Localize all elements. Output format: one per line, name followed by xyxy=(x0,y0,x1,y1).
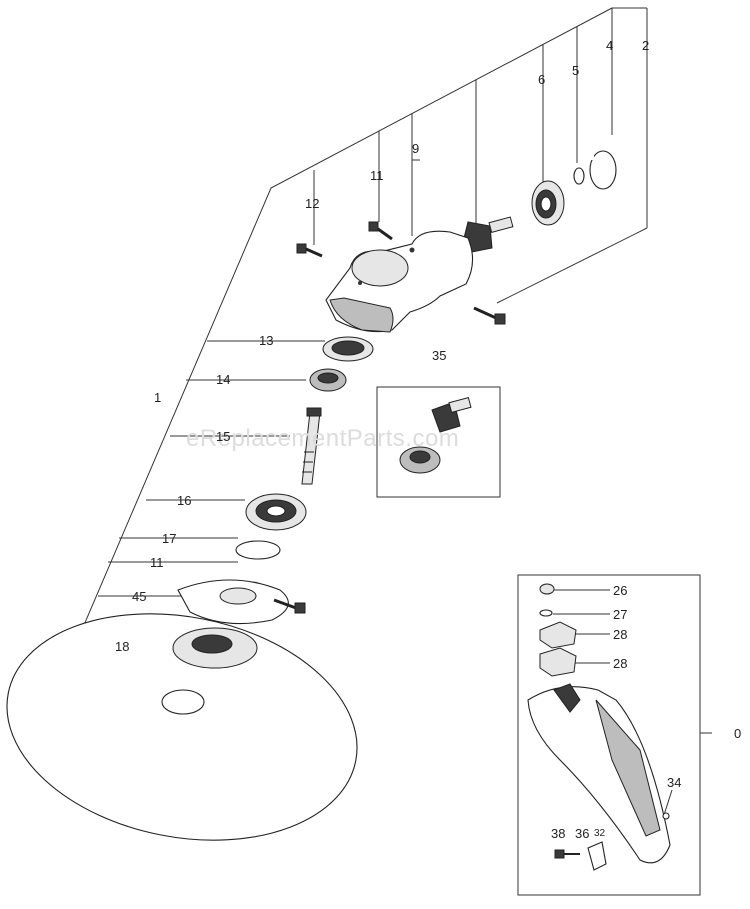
pinion-gear-part xyxy=(463,216,514,253)
callout-27: 27 xyxy=(613,607,627,622)
bearing-part-16 xyxy=(245,493,307,531)
callout-45: 45 xyxy=(132,589,146,604)
callout-28-top: 28 xyxy=(613,627,627,642)
callout-9: 9 xyxy=(412,141,419,156)
callout-0: 0 xyxy=(734,726,741,741)
callout-18: 18 xyxy=(115,639,129,654)
callout-5: 5 xyxy=(572,63,579,78)
callout-16: 16 xyxy=(177,493,191,508)
gear-set-part-35 xyxy=(399,396,472,474)
callout-36: 36 xyxy=(575,826,589,841)
callout-34: 34 xyxy=(667,775,681,790)
callout-38: 38 xyxy=(551,826,565,841)
callout-13: 13 xyxy=(259,333,273,348)
callout-4: 4 xyxy=(606,38,613,53)
callout-12: 12 xyxy=(305,196,319,211)
watermark: eReplacementParts.com xyxy=(186,425,459,452)
ring-part xyxy=(573,167,585,185)
shaft-part-15 xyxy=(301,407,322,485)
callout-14: 14 xyxy=(216,372,230,387)
callout-labels: 1 2 4 5 6 9 11 12 13 14 15 16 17 11 45 1… xyxy=(115,38,741,841)
leader-lines xyxy=(74,7,712,816)
callout-32: 32 xyxy=(594,828,606,839)
bevel-gear-part-14 xyxy=(309,368,347,392)
guard-plate-part-45 xyxy=(177,579,306,625)
gear-case-part xyxy=(325,230,474,333)
callout-17: 17 xyxy=(162,531,176,546)
callout-26: 26 xyxy=(613,583,627,598)
callout-11-top: 11 xyxy=(370,168,384,183)
callout-1: 1 xyxy=(154,390,161,405)
guard-assembly-part-0 xyxy=(527,583,671,871)
callout-35: 35 xyxy=(432,348,446,363)
callout-2: 2 xyxy=(642,38,649,53)
circlip-part xyxy=(586,150,617,190)
inset-box-35 xyxy=(376,386,501,498)
callout-15: 15 xyxy=(216,429,230,444)
inset-box-0 xyxy=(517,574,701,896)
blade-disk-part xyxy=(6,613,358,841)
bearing-part-13 xyxy=(322,336,374,362)
bolt-part-2 xyxy=(473,306,506,325)
callout-6: 6 xyxy=(538,72,545,87)
callout-28-bottom: 28 xyxy=(613,656,627,671)
ring-part-17 xyxy=(235,540,281,560)
holder-part-18 xyxy=(161,627,258,715)
bearing-part-6 xyxy=(531,180,565,226)
bolt-part-12 xyxy=(296,243,323,258)
callout-11-bottom: 11 xyxy=(150,555,164,570)
bolt-part-11 xyxy=(368,221,393,241)
